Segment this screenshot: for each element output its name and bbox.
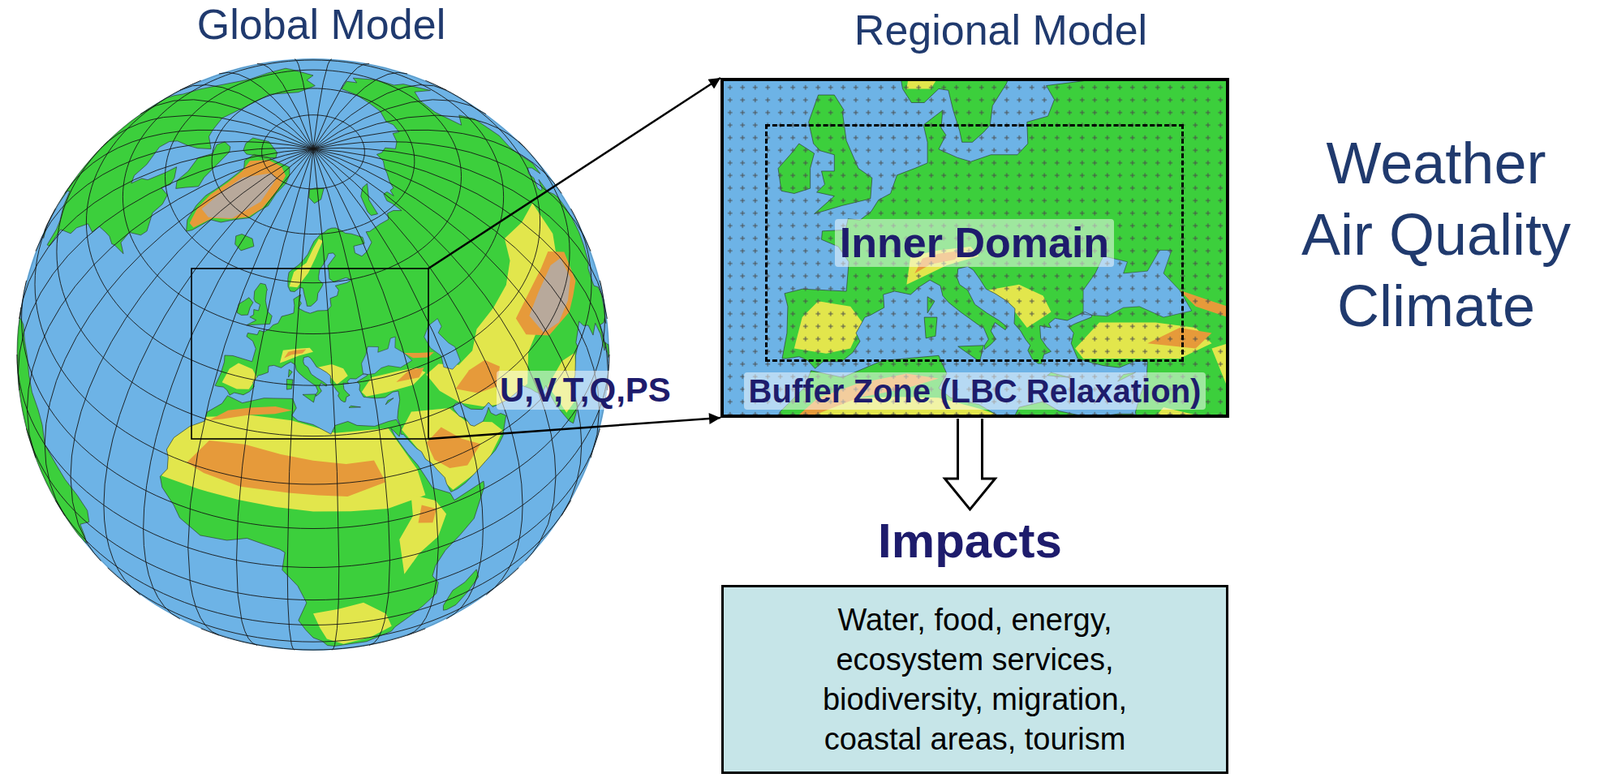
- terrain-area: [208, 406, 293, 421]
- coastline: [159, 395, 485, 647]
- coastline: [236, 297, 254, 316]
- grid-points: [723, 81, 1226, 415]
- zoom-arrow: [428, 417, 721, 439]
- coastline: [302, 394, 316, 403]
- land-area: [159, 395, 485, 647]
- node-heading: Regional Model: [854, 6, 1148, 56]
- coastline: [176, 141, 231, 190]
- text-slot: Weather Air Quality Climate: [1295, 127, 1577, 342]
- global-model-globe: Global Model: [17, 58, 610, 651]
- coastline: [243, 137, 278, 158]
- land-area: [309, 188, 324, 204]
- terrain-area: [161, 415, 426, 512]
- ocean: [17, 58, 610, 651]
- ocean: [723, 81, 1226, 415]
- terrain-area: [516, 251, 577, 336]
- text-slot: U,V,T,Q,PS: [496, 370, 675, 410]
- text-slot: Inner Domain: [834, 219, 1114, 268]
- variable-list: U,V,T,Q,PS: [496, 370, 675, 410]
- impacts-list: Water, food, energy, ecosystem services,…: [816, 600, 1134, 760]
- globe-rim: [17, 59, 609, 650]
- coastline: [443, 569, 478, 611]
- land-area: [361, 183, 379, 216]
- text-slot: Impacts: [394, 512, 1546, 569]
- region-frame: [191, 268, 429, 439]
- coastline: [246, 283, 272, 326]
- text-slot: Regional Model: [425, 6, 1577, 56]
- globe-map: [17, 58, 610, 651]
- regional-model-box: Regional ModelBuffer Zone (LBC Relaxatio…: [720, 77, 1230, 418]
- coastline: [17, 307, 90, 544]
- terrain-area: [222, 363, 258, 390]
- land-area: [288, 369, 293, 379]
- node-heading: Impacts: [877, 512, 1063, 569]
- land-area: [176, 141, 231, 190]
- terrain-area: [186, 440, 386, 497]
- coastline: [348, 405, 361, 408]
- coastline: [288, 369, 293, 379]
- coastline: [309, 188, 324, 204]
- terrain-layer: [723, 81, 1226, 415]
- terrain-area: [279, 348, 314, 364]
- impacts-box: ImpactsWater, food, energy, ecosystem se…: [721, 584, 1229, 775]
- buffer-zone-label: Buffer Zone (LBC Relaxation): [744, 372, 1207, 410]
- zoom-arrow: [428, 77, 721, 269]
- inland-sea: [424, 318, 461, 370]
- terrain-area: [399, 494, 447, 575]
- terrain-area: [529, 258, 570, 333]
- land-area: [243, 137, 278, 158]
- land-area: [348, 405, 361, 408]
- coastline: [43, 68, 316, 254]
- land-area: [17, 307, 90, 544]
- globe-outline: [17, 58, 610, 651]
- land-area: [443, 569, 478, 611]
- text-slot: Global Model: [0, 0, 942, 50]
- inner-domain-label: Inner Domain: [834, 219, 1114, 268]
- land-area: [236, 297, 254, 316]
- terrain-area: [455, 360, 500, 394]
- land-area: [385, 398, 394, 405]
- land-area: [43, 68, 316, 254]
- application-list: Weather Air Quality Climate: [1295, 127, 1577, 342]
- text-slot: Water, food, energy, ecosystem services,…: [816, 600, 1134, 760]
- regional-map: [723, 81, 1226, 415]
- terrain-area: [289, 238, 323, 288]
- impacts-arrow: [944, 418, 995, 510]
- coastline: [361, 183, 379, 216]
- coastline: [385, 398, 394, 405]
- inner-domain-box: Inner Domain: [765, 124, 1184, 362]
- graticule: [17, 59, 610, 651]
- land-area: [302, 394, 316, 403]
- node-heading: Global Model: [197, 0, 446, 50]
